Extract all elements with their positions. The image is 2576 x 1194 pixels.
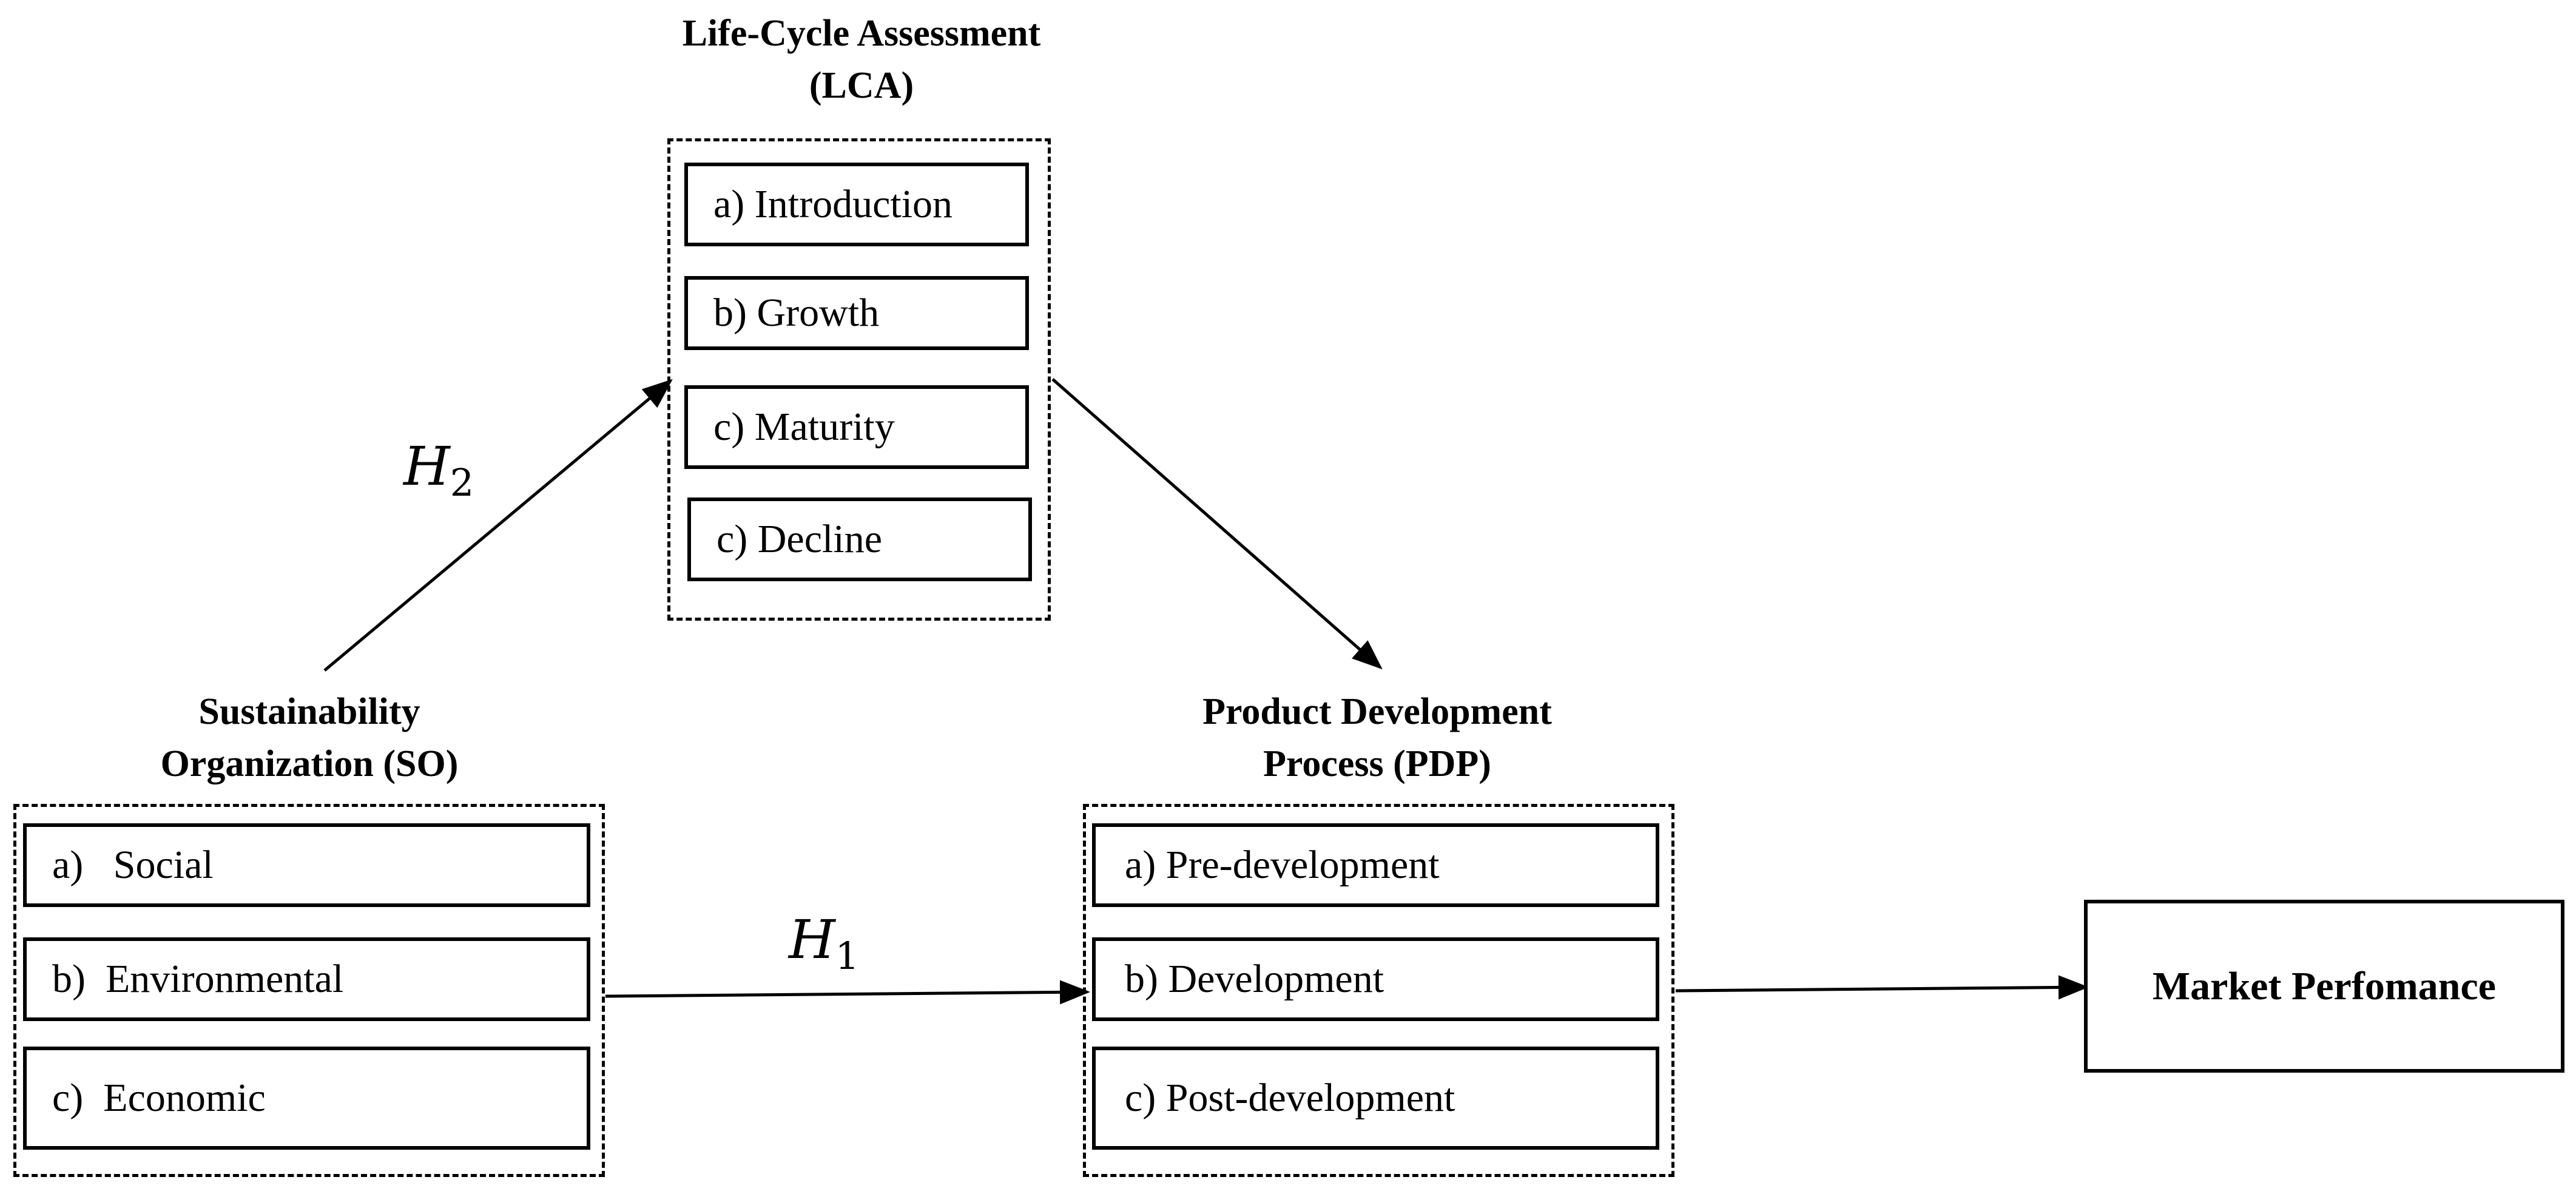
pdp-item-post-development: c) Post-development xyxy=(1092,1047,1659,1150)
pdp-item-development: b) Development xyxy=(1092,937,1659,1021)
arrow-so-to-lca xyxy=(323,379,673,672)
so-item-label: b) Environmental xyxy=(52,957,344,1001)
pdp-item-pre-development: a) Pre-development xyxy=(1092,823,1659,907)
so-title: Sustainability Organization (SO) xyxy=(91,686,528,790)
so-item-social: a) Social xyxy=(23,823,590,907)
arrow-so-to-pdp xyxy=(605,980,1090,1005)
h1-subscript: 1 xyxy=(835,934,860,978)
pdp-item-label: b) Development xyxy=(1125,957,1384,1001)
lca-item-label: b) Growth xyxy=(713,291,880,335)
lca-item-label: c) Decline xyxy=(716,517,882,561)
lca-title-line1: Life-Cycle Assessment xyxy=(682,13,1041,54)
lca-item-label: c) Maturity xyxy=(713,405,895,449)
market-performance-label: Market Perfomance xyxy=(2152,963,2497,1008)
lca-group-box xyxy=(667,138,1051,621)
so-group-box xyxy=(13,804,605,1177)
lca-item-growth: b) Growth xyxy=(684,276,1029,350)
lca-title-line2: (LCA) xyxy=(809,65,914,106)
pdp-group-box xyxy=(1083,804,1674,1177)
arrow-lca-to-pdp xyxy=(1051,378,1383,670)
pdp-title-line1: Product Development xyxy=(1202,691,1552,732)
lca-item-maturity: c) Maturity xyxy=(684,385,1029,469)
so-item-label: c) Economic xyxy=(52,1076,266,1120)
h2-subscript: 2 xyxy=(450,460,474,505)
so-item-environmental: b) Environmental xyxy=(23,937,590,1021)
hypothesis-h2-label: H2 xyxy=(403,440,474,502)
market-performance-box: Market Perfomance xyxy=(2084,900,2564,1073)
so-item-label: a) Social xyxy=(52,843,214,887)
pdp-title: Product Development Process (PDP) xyxy=(1092,686,1662,790)
arrow-pdp-to-market xyxy=(1675,975,2089,1000)
so-title-line1: Sustainability xyxy=(198,691,420,732)
pdp-title-line2: Process (PDP) xyxy=(1263,743,1491,784)
lca-title: Life-Cycle Assessment (LCA) xyxy=(607,7,1116,112)
lca-item-decline: c) Decline xyxy=(687,498,1032,581)
hypothesis-h1-label: H1 xyxy=(789,913,859,975)
h1-letter: H xyxy=(789,908,835,971)
lca-item-label: a) Introduction xyxy=(713,182,953,226)
pdp-item-label: a) Pre-development xyxy=(1125,843,1440,887)
so-item-economic: c) Economic xyxy=(23,1047,590,1150)
h2-letter: H xyxy=(403,435,450,498)
pdp-item-label: c) Post-development xyxy=(1125,1076,1455,1120)
lca-item-introduction: a) Introduction xyxy=(684,163,1029,246)
so-title-line2: Organization (SO) xyxy=(160,743,459,784)
